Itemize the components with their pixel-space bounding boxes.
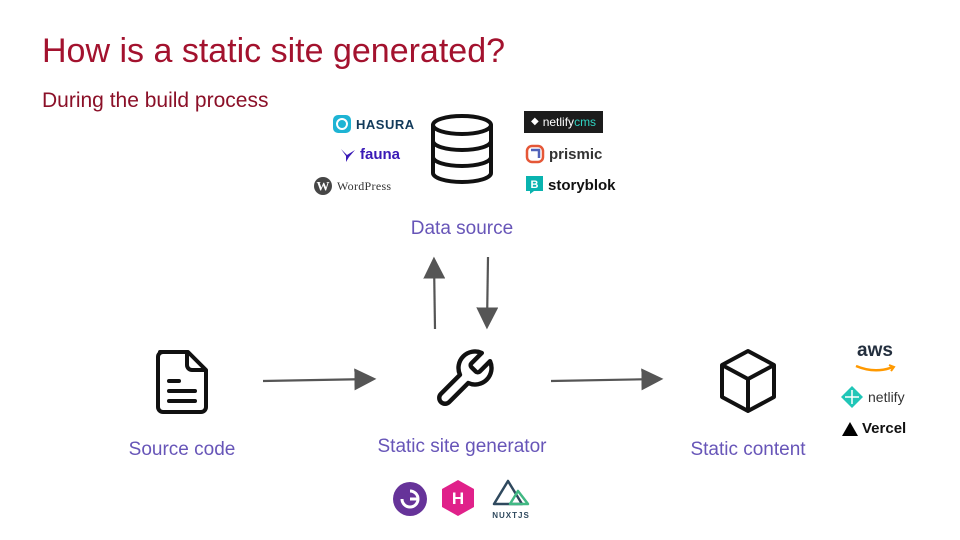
wrench-icon xyxy=(437,349,494,406)
hasura-text: HASURA xyxy=(356,116,415,132)
database-icon xyxy=(431,114,493,184)
vercel-triangle-icon xyxy=(842,421,858,436)
hasura-icon xyxy=(333,115,351,133)
hasura-logo: HASURA xyxy=(332,114,415,134)
data-source-label: Data source xyxy=(410,218,514,239)
svg-text:B: B xyxy=(531,179,539,191)
arrow-source-to-generator xyxy=(262,368,377,391)
netlify-icon xyxy=(841,386,863,408)
netlify-logo: netlify xyxy=(840,385,905,409)
nuxt-logo: NUXTJS xyxy=(488,478,534,520)
netlifycms-text: netlify xyxy=(542,115,575,129)
package-box-icon xyxy=(720,349,776,413)
aws-text: aws xyxy=(857,340,893,361)
fauna-logo: fauna xyxy=(340,146,400,163)
gatsby-icon xyxy=(393,482,427,516)
nuxt-icon xyxy=(492,479,530,506)
svg-text:W: W xyxy=(317,179,330,194)
netlifycms-diamond-icon: ◆ xyxy=(531,116,539,127)
arrow-generator-to-datasource xyxy=(423,256,446,330)
arrow-generator-to-content xyxy=(550,368,664,391)
aws-logo: aws xyxy=(853,341,897,379)
wordpress-logo: W WordPress xyxy=(313,176,391,196)
storyblok-icon: B xyxy=(526,176,543,194)
wordpress-icon: W xyxy=(314,177,332,195)
static-content-label: Static content xyxy=(690,439,806,460)
aws-smile-icon xyxy=(855,364,896,372)
slide-title: How is a static site generated? xyxy=(42,32,506,70)
svg-text:H: H xyxy=(452,489,464,508)
storyblok-text: storyblok xyxy=(548,176,616,194)
file-code-icon xyxy=(156,350,208,414)
hexo-icon: H xyxy=(442,480,474,516)
fauna-text: fauna xyxy=(360,146,401,163)
slide-subtitle: During the build process xyxy=(42,89,269,112)
prismic-icon xyxy=(525,144,545,164)
generator-label: Static site generator xyxy=(377,436,547,457)
vercel-logo: Vercel xyxy=(842,420,906,437)
source-code-label: Source code xyxy=(128,439,236,460)
prismic-text: prismic xyxy=(549,145,603,163)
fauna-icon xyxy=(341,148,355,162)
prismic-logo: prismic xyxy=(525,144,602,164)
netlifycms-accent-text: cms xyxy=(574,115,597,129)
storyblok-logo: B storyblok xyxy=(525,175,616,195)
wordpress-text: WordPress xyxy=(337,178,392,193)
vercel-text: Vercel xyxy=(862,420,907,437)
arrow-datasource-to-generator xyxy=(476,256,499,330)
netlify-text: netlify xyxy=(868,389,905,405)
nuxt-text: NUXTJS xyxy=(492,511,530,520)
